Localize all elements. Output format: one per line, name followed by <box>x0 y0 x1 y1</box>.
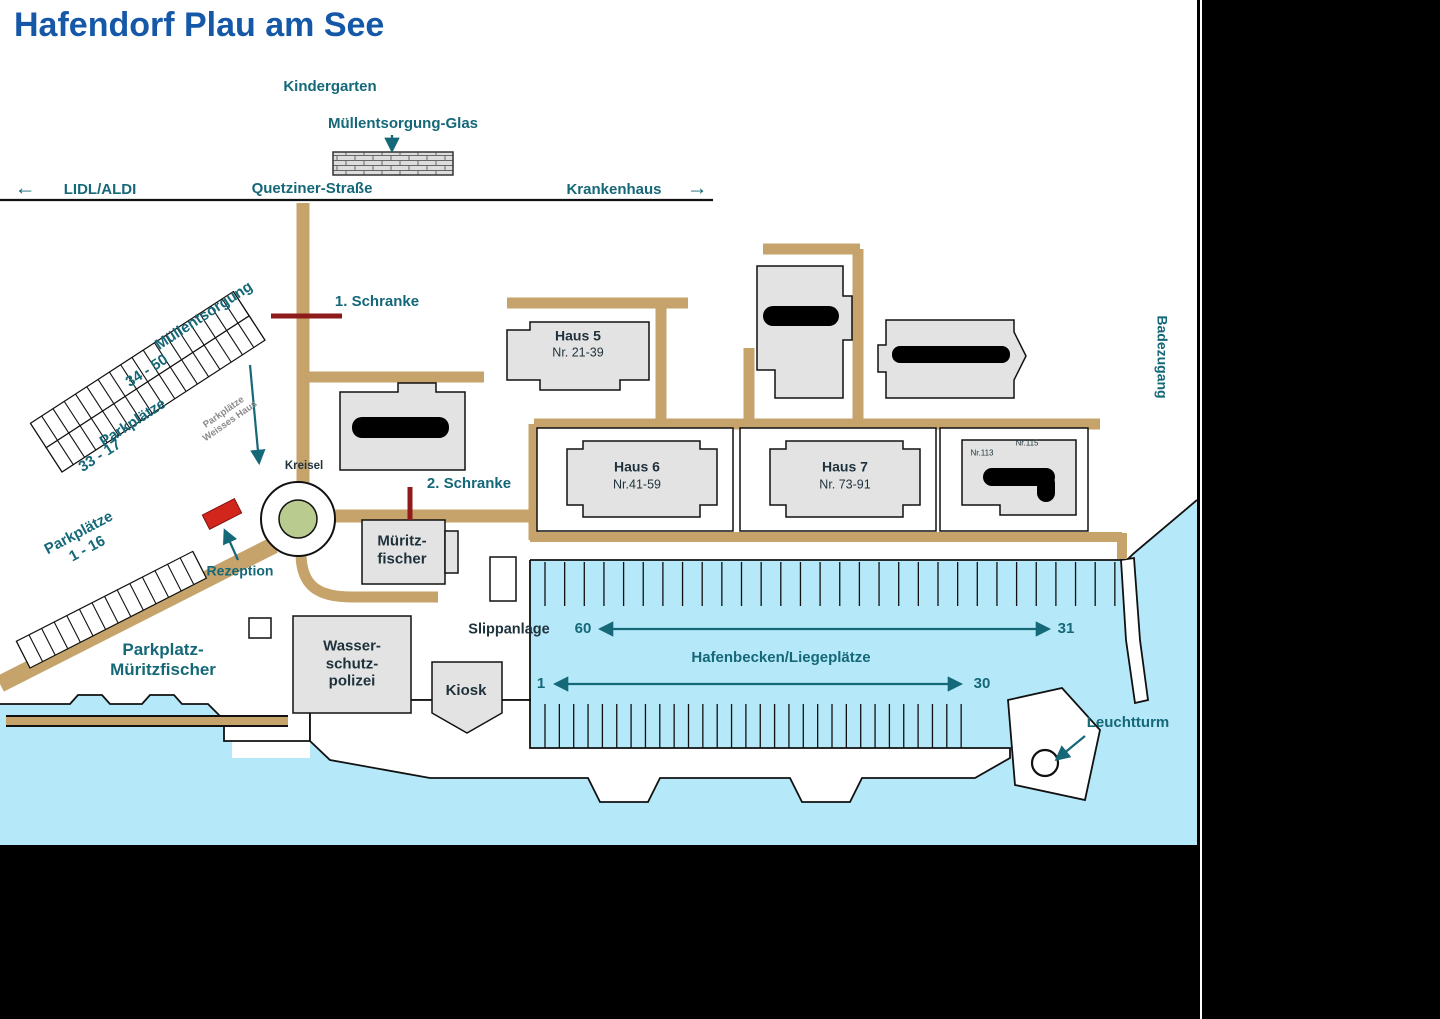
roundabout <box>260 481 336 557</box>
nr113-label: Nr.113 <box>970 448 994 458</box>
roads <box>0 203 1127 727</box>
breakwater <box>1120 556 1150 705</box>
map-graphic <box>0 135 1197 845</box>
reception-marker <box>201 498 243 530</box>
berth-lines <box>544 562 1116 748</box>
map-canvas: Hafendorf Plau am See Kindergarten Mülle… <box>0 0 1197 845</box>
street-name: Quetziner-Straße <box>251 180 373 198</box>
building-top-right-a <box>756 265 853 399</box>
page-title: Hafendorf Plau am See <box>14 6 385 44</box>
haus7-building <box>769 440 921 518</box>
kreisel-label: Kreisel <box>284 460 324 473</box>
mueritzfischer-annex <box>444 530 459 574</box>
berth-top-from: 60 <box>574 620 592 638</box>
kiosk-building <box>431 661 503 734</box>
berth-top-to: 31 <box>1057 620 1075 638</box>
harbor-quay <box>309 699 1011 803</box>
parking-lower-strip <box>15 550 208 669</box>
haus6-building <box>566 440 718 518</box>
kiosk-label: Kiosk <box>445 682 487 700</box>
wasserschutzpolizei-building <box>292 615 412 714</box>
parkplatz-mueritzfischer-label: Parkplatz- Müritzfischer <box>110 639 216 679</box>
wasserschutzpolizei-label: Wasser- schutz- polizei <box>323 637 381 690</box>
haus6-name: Haus 6 <box>614 458 660 475</box>
lighthouse-arrow <box>1054 735 1086 761</box>
glass-container <box>332 151 454 176</box>
reception-arrow <box>223 528 240 561</box>
parking-strips <box>15 290 266 669</box>
small-annex <box>248 617 272 639</box>
haus7-name: Haus 7 <box>822 458 868 475</box>
arrows <box>223 135 1086 761</box>
slipway-ramp <box>489 556 517 602</box>
berth-bottom-to: 30 <box>973 675 991 693</box>
street-arrow-right-icon: → <box>686 176 708 200</box>
shoreline <box>0 499 1197 803</box>
window-edge-line <box>1200 0 1202 1019</box>
haus5-building <box>506 321 650 391</box>
street-destination-right: Krankenhaus <box>566 181 662 199</box>
haus5-numbers: Nr. 21-39 <box>552 345 604 360</box>
leuchtturm-label: Leuchtturm <box>1086 714 1170 732</box>
street-destination-left: LIDL/ALDI <box>63 181 137 199</box>
parking-upper-strip <box>29 290 266 473</box>
waste-arrow <box>248 364 266 466</box>
barrier2-label: 2. Schranke <box>426 475 512 493</box>
barriers <box>271 313 413 520</box>
nr115-label: Nr.115 <box>1015 438 1039 448</box>
badezugang-label: Badezugang <box>1154 315 1171 399</box>
lighthouse-marker <box>1030 748 1060 778</box>
haus6-numbers: Nr.41-59 <box>613 477 661 492</box>
redacted-labels <box>352 306 1055 502</box>
mueritzfischer-building <box>361 519 446 585</box>
barrier1-label: 1. Schranke <box>334 293 420 311</box>
kindergarten-label: Kindergarten <box>283 78 377 96</box>
mueritzfischer-label: Müritz- fischer <box>377 532 427 567</box>
rezeption-label: Rezeption <box>206 562 274 579</box>
slipway-label: Slippanlage <box>468 621 550 638</box>
glass-disposal-label: Müllentsorgung-Glas <box>328 115 478 133</box>
street-arrow-left-icon: ← <box>14 176 36 200</box>
harbor-basin-label: Hafenbecken/Liegeplätze <box>691 649 871 667</box>
haus5-name: Haus 5 <box>555 327 601 344</box>
berth-bottom-from: 1 <box>536 675 546 693</box>
haus7-numbers: Nr. 73-91 <box>819 477 871 492</box>
lighthouse-pier <box>1007 687 1101 802</box>
